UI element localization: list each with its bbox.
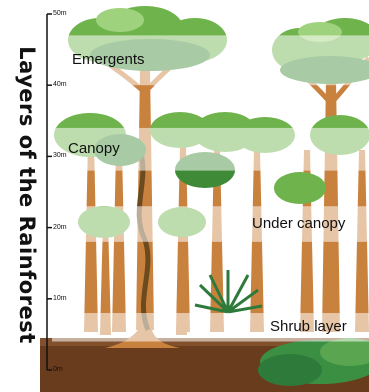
- layer-label: Emergents: [72, 51, 145, 68]
- diagram-title: Layers of the Rainforest: [9, 0, 39, 391]
- scale-tick-label: 50m: [53, 10, 67, 17]
- scale-tick-label: 40m: [53, 81, 67, 88]
- scale-tick-label: 10m: [53, 295, 67, 302]
- scale-tick-label: 30m: [53, 152, 67, 159]
- scale-tick-label: 0m: [53, 366, 63, 373]
- layer-label: Shrub layer: [270, 318, 347, 335]
- layer-label: Canopy: [68, 140, 120, 157]
- scale-tick-label: 20m: [53, 224, 67, 231]
- height-scale: [47, 14, 52, 370]
- layer-label: Under canopy: [252, 215, 345, 232]
